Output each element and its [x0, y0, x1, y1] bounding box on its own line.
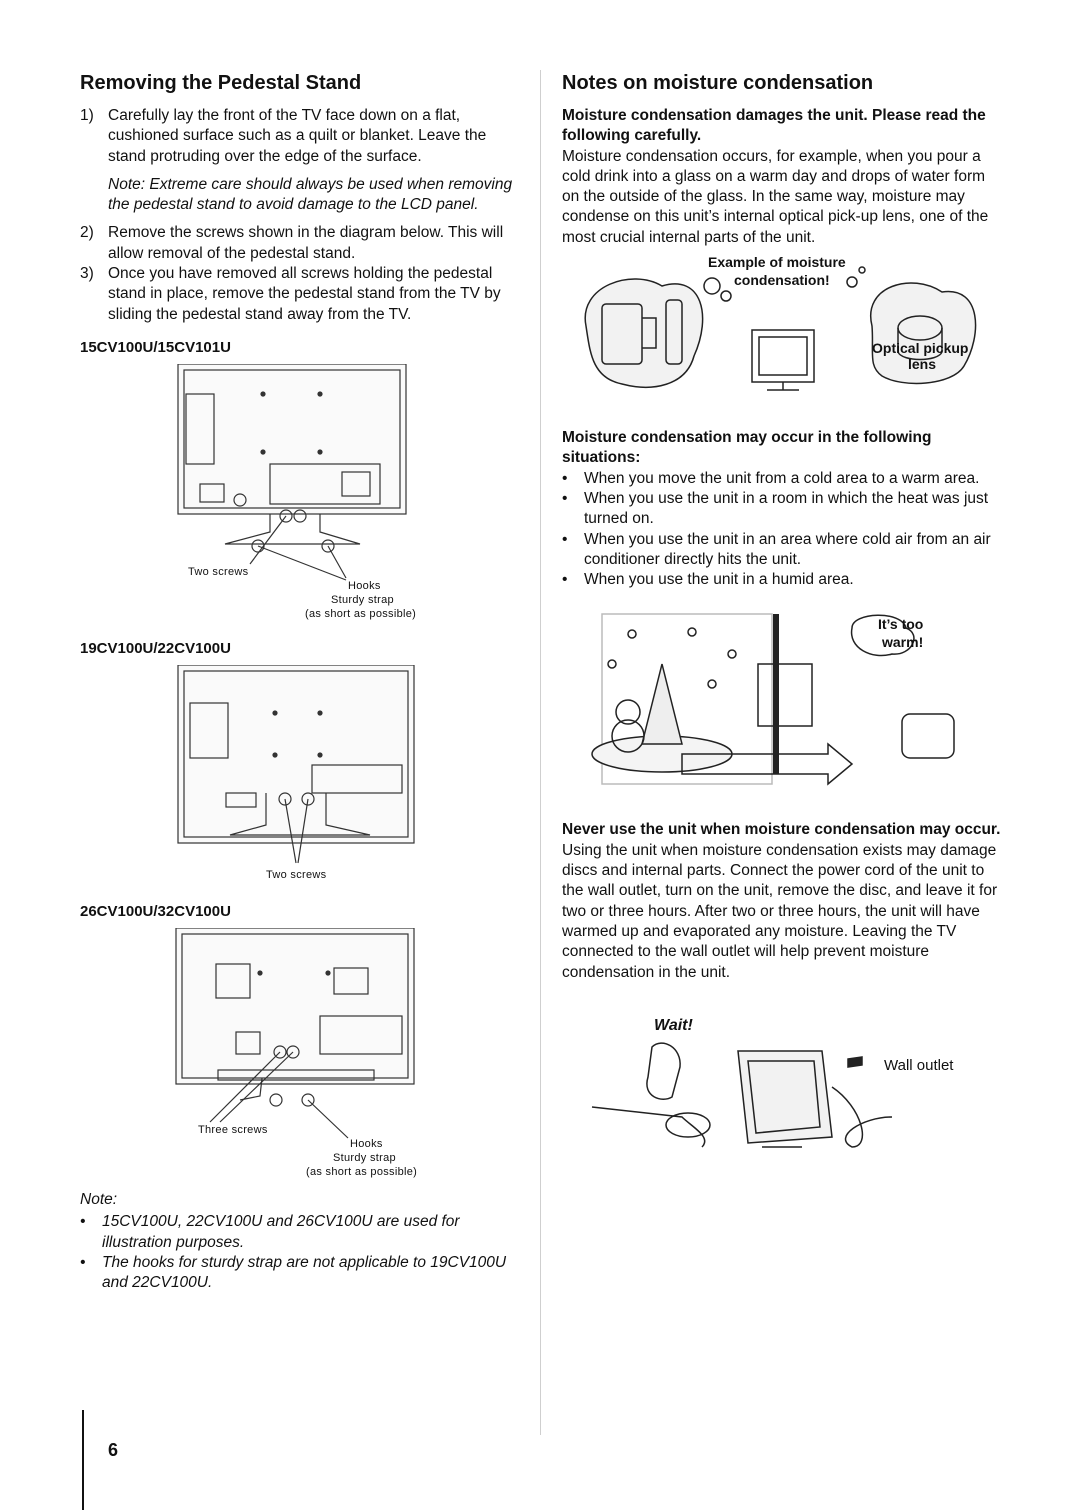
never-use-heading: Never use the unit when moisture condens…	[562, 821, 1001, 839]
footnote-item: The hooks for sturdy strap are not appli…	[80, 1253, 520, 1294]
caption-wait: Wait!	[654, 1016, 693, 1034]
intro-paragraph: Moisture condensation occurs, for exampl…	[562, 147, 989, 246]
caption-warm: warm!	[882, 634, 924, 651]
model-heading-19cv: 19CV100U/22CV100U	[80, 639, 231, 657]
never-use-paragraph: Using the unit when moisture condensatio…	[562, 841, 998, 981]
caption-sturdy-strap-26cv: Sturdy strap	[333, 1151, 396, 1164]
caption-sturdy-strap: Sturdy strap	[331, 593, 394, 606]
section-title-pedestal: Removing the Pedestal Stand	[80, 72, 362, 94]
situation-item: When you use the unit in a humid area.	[562, 570, 1002, 591]
caption-lens: lens	[908, 356, 937, 373]
footnote-list: 15CV100U, 22CV100U and 26CV100U are used…	[80, 1212, 520, 1293]
moisture-example-illustration: Example of moisture condensation! Optica…	[562, 254, 1002, 414]
step-2: 2)Remove the screws shown in the diagram…	[80, 224, 504, 262]
tv-back-19cv-illustration	[177, 664, 415, 864]
caption-two-screws: Two screws	[188, 565, 249, 578]
model-heading-26cv: 26CV100U/32CV100U	[80, 902, 231, 920]
condensation-cartoon	[584, 266, 977, 391]
model-heading-15cv: 15CV100U/15CV101U	[80, 338, 231, 356]
steps-list: 1)Carefully lay the front of the TV face…	[80, 106, 520, 167]
step-1: 1)Carefully lay the front of the TV face…	[80, 107, 487, 165]
tv-back-diagram-15cv: Two screws Hooks Sturdy strap (as short …	[80, 363, 520, 626]
snow-heater-cartoon	[591, 613, 955, 787]
left-column: Removing the Pedestal Stand 1)Carefully …	[80, 70, 520, 1293]
caption-optical: Optical pickup	[872, 340, 969, 357]
caption-as-short: (as short as possible)	[305, 607, 417, 620]
steps-list-cont: 2)Remove the screws shown in the diagram…	[80, 223, 520, 324]
situation-item: When you use the unit in an area where c…	[562, 530, 1002, 571]
footnote-block: Note: 15CV100U, 22CV100U and 26CV100U ar…	[80, 1190, 520, 1293]
step-note: Note: Extreme care should always be used…	[108, 175, 513, 214]
page-number-bar	[82, 1410, 84, 1510]
situations-list: When you move the unit from a cold area …	[562, 469, 1002, 591]
footnote-label: Note:	[80, 1190, 118, 1208]
caption-example: Example of moisture	[708, 254, 846, 271]
column-divider	[540, 70, 541, 1435]
caption-condensation: condensation!	[734, 272, 830, 289]
caption-hooks-26cv: Hooks	[350, 1137, 383, 1150]
caption-hooks: Hooks	[348, 579, 381, 592]
caption-three-screws: Three screws	[198, 1123, 268, 1136]
situation-item: When you use the unit in a room in which…	[562, 489, 1002, 530]
caption-two-screws-19cv: Two screws	[266, 868, 327, 881]
right-column: Notes on moisture condensation Moisture …	[562, 70, 1002, 1157]
step-3: 3)Once you have removed all screws holdi…	[80, 265, 501, 323]
section-title-moisture: Notes on moisture condensation	[562, 72, 874, 94]
tv-back-diagram-26cv: Three screws Hooks Sturdy strap (as shor…	[80, 927, 520, 1190]
caption-its-too: It’s too	[878, 616, 924, 633]
unplug-cartoon	[591, 1042, 893, 1148]
page-number: 6	[108, 1440, 119, 1460]
warm-room-illustration: It’s too warm!	[562, 604, 1002, 804]
tv-back-15cv-illustration	[177, 363, 407, 581]
caption-wall-outlet: Wall outlet	[884, 1056, 954, 1074]
caption-as-short-26cv: (as short as possible)	[306, 1165, 418, 1178]
tv-back-26cv-illustration	[175, 927, 415, 1139]
tv-back-diagram-19cv: Two screws	[80, 664, 520, 889]
situation-item: When you move the unit from a cold area …	[562, 469, 1002, 490]
footnote-item: 15CV100U, 22CV100U and 26CV100U are used…	[80, 1212, 520, 1253]
warning-bold: Moisture condensation damages the unit. …	[562, 107, 986, 145]
situations-heading: Moisture condensation may occur in the f…	[562, 429, 932, 467]
wait-illustration: Wait! Wall outlet	[562, 1007, 1002, 1157]
